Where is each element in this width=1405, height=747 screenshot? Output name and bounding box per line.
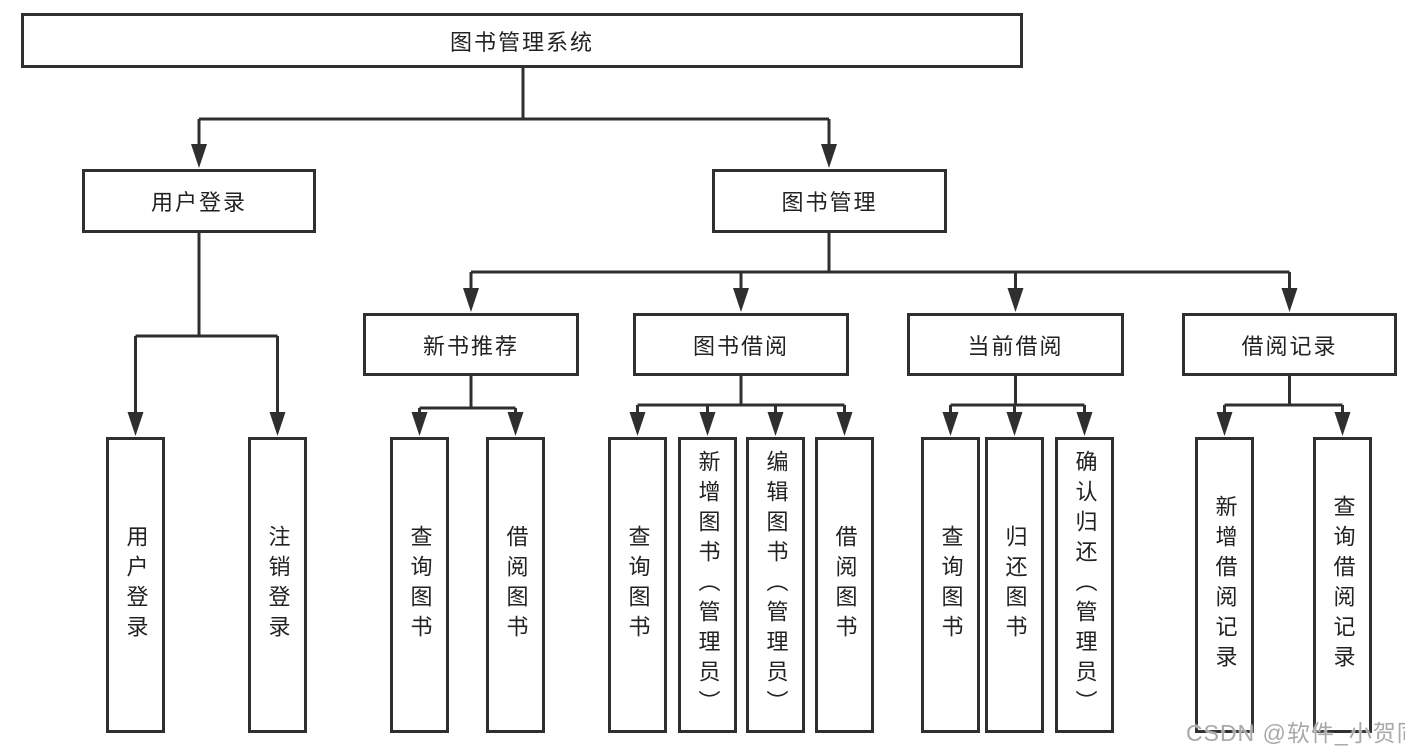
node-label: 新增借阅记录 [1212, 495, 1238, 675]
node-new-book-recommendation: 新书推荐 [363, 313, 579, 376]
leaf-return-books: 归还图书 [985, 437, 1044, 733]
node-label: 图书借阅 [692, 333, 789, 359]
node-label: 新增图书（管理员） [695, 450, 721, 720]
node-label: 借阅图书 [832, 525, 858, 645]
node-label: 新书推荐 [422, 333, 519, 359]
leaf-user-login: 用户登录 [106, 437, 165, 733]
node-label: 图书管理 [781, 190, 878, 215]
node-label: 查询借阅记录 [1330, 495, 1356, 675]
node-label: 查询图书 [407, 525, 433, 645]
leaf-query-books-current: 查询图书 [921, 437, 980, 733]
csdn-watermark: CSDN @软件_小贺同学 [1186, 720, 1405, 746]
leaf-borrow-books-recommend: 借阅图书 [486, 437, 545, 733]
node-label: 查询图书 [625, 525, 651, 645]
node-label: 用户登录 [150, 190, 247, 215]
node-borrowing-records: 借阅记录 [1182, 313, 1397, 376]
arrow-down-icons [127, 144, 1351, 436]
node-current-borrowing: 当前借阅 [907, 313, 1124, 376]
leaf-query-books-borrowing: 查询图书 [608, 437, 667, 733]
node-library-management-system: 图书管理系统 [21, 13, 1023, 68]
node-label: 查询图书 [938, 525, 964, 645]
leaf-edit-books-admin: 编辑图书（管理员） [746, 437, 805, 733]
node-label: 确认归还（管理员） [1072, 450, 1098, 720]
leaf-logout: 注销登录 [248, 437, 307, 733]
node-label: 借阅记录 [1241, 333, 1338, 359]
node-label: 用户登录 [123, 525, 149, 645]
node-label: 编辑图书（管理员） [763, 450, 789, 720]
node-label: 注销登录 [265, 525, 291, 645]
node-user-login: 用户登录 [82, 169, 316, 233]
leaf-add-borrow-record: 新增借阅记录 [1195, 437, 1254, 733]
node-label: 借阅图书 [503, 525, 529, 645]
leaf-query-borrow-record: 查询借阅记录 [1313, 437, 1372, 733]
node-label: 当前借阅 [967, 333, 1064, 359]
node-label: 归还图书 [1002, 525, 1028, 645]
leaf-add-books-admin: 新增图书（管理员） [678, 437, 737, 733]
leaf-query-books-recommend: 查询图书 [390, 437, 449, 733]
node-book-borrowing: 图书借阅 [633, 313, 849, 376]
leaf-confirm-return-admin: 确认归还（管理员） [1055, 437, 1114, 733]
leaf-borrow-books-borrowing: 借阅图书 [815, 437, 874, 733]
node-book-management: 图书管理 [712, 169, 947, 233]
node-label: 图书管理系统 [449, 29, 594, 55]
